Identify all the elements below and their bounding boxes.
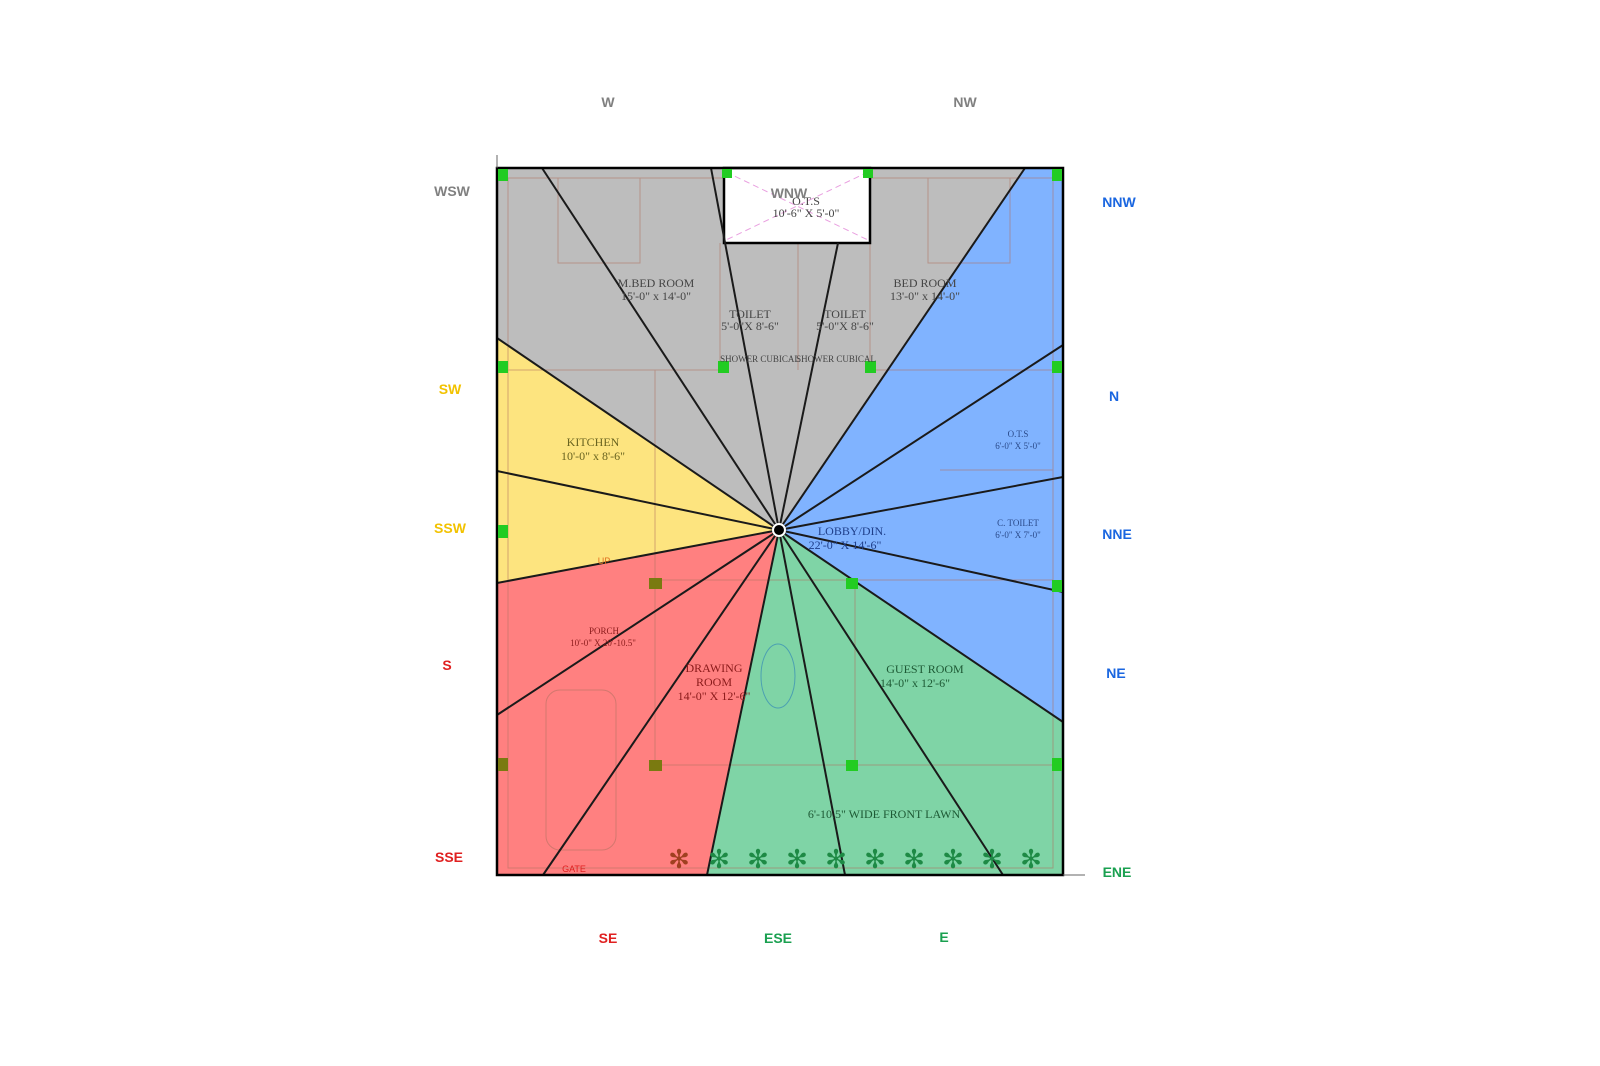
ots-right-size: 6'-0" X 5'-0" <box>995 441 1041 451</box>
center-point <box>772 523 786 537</box>
direction-nne: NNE <box>1102 526 1132 542</box>
direction-ene: ENE <box>1103 864 1132 880</box>
kitchen-size: 10'-0" x 8'-6" <box>561 449 625 463</box>
toilet-2-size: 5'-0"X 8'-6" <box>816 319 874 333</box>
porch-size: 10'-0" X 20'-10.5" <box>570 638 636 648</box>
direction-ese: ESE <box>764 930 792 946</box>
direction-ssw: SSW <box>434 520 467 536</box>
palm-tree-icon: ✻ <box>903 844 925 874</box>
drawing-room-name: DRAWING <box>685 661 742 675</box>
direction-sse: SSE <box>435 849 463 865</box>
direction-n: N <box>1109 388 1119 404</box>
toilet-1-name: TOILET <box>729 307 771 321</box>
bed-size: 13'-0" x 14'-0" <box>890 289 960 303</box>
ots-cross <box>725 171 869 241</box>
direction-wnw: WNW <box>771 185 808 201</box>
palm-tree-icon: ✻ <box>747 844 769 874</box>
pillar-marker-dark <box>498 758 508 771</box>
direction-wsw: WSW <box>434 183 471 199</box>
lobby-name: LOBBY/DIN. <box>818 524 886 538</box>
pillar-marker-dark <box>649 760 662 771</box>
ots-box <box>722 166 872 245</box>
palm-tree-icon: ✻ <box>825 844 847 874</box>
gate-label: GATE <box>562 864 586 874</box>
direction-se: SE <box>599 930 618 946</box>
ots-top-size: 10'-6" X 5'-0" <box>773 206 840 220</box>
zone-southwest-yellow <box>497 338 779 583</box>
palm-tree-icon: ✻ <box>864 844 886 874</box>
guest-room-size: 14'-0" x 12'-6" <box>880 676 950 690</box>
direction-nnw: NNW <box>1102 194 1136 210</box>
plot-boundary <box>495 166 1065 877</box>
drawing-room-size: 14'-0" X 12'-6" <box>678 689 751 703</box>
direction-w: W <box>601 94 615 110</box>
palm-trees: ✻ ✻ ✻ ✻ ✻ ✻ ✻ ✻ ✻ ✻ <box>668 844 1042 874</box>
palm-tree-icon: ✻ <box>708 844 730 874</box>
palm-tree-icon: ✻ <box>1020 844 1042 874</box>
master-bed-size: 15'-0" x 14'-0" <box>621 289 691 303</box>
drawing-room-name-2: ROOM <box>696 675 732 689</box>
porch-name: PORCH <box>589 626 620 636</box>
palm-tree-icon: ✻ <box>981 844 1003 874</box>
c-toilet-size: 6'-0" X 7'-0" <box>995 530 1041 540</box>
c-toilet-name: C. TOILET <box>997 518 1039 528</box>
kitchen-name: KITCHEN <box>567 435 620 449</box>
lobby-size: 22'-0" X 14'-6" <box>809 538 882 552</box>
direction-ne: NE <box>1106 665 1125 681</box>
palm-tree-icon: ✻ <box>668 844 690 874</box>
zone-north-blue <box>779 168 1063 722</box>
zone-south-red <box>497 530 779 875</box>
pillar-markers <box>498 169 1062 771</box>
zone-west-gray <box>497 168 1025 530</box>
ots-right-name: O.T.S <box>1008 429 1029 439</box>
palm-tree-icon: ✻ <box>786 844 808 874</box>
master-bed-name: M.BED ROOM <box>618 276 695 290</box>
ots-top-name: O.T.S <box>792 194 820 208</box>
direction-s: S <box>442 657 451 673</box>
shower-1-label: SHOWER CUBICAL <box>720 354 800 364</box>
toilet-2-name: TOILET <box>824 307 866 321</box>
palm-tree-icon: ✻ <box>942 844 964 874</box>
direction-nw: NW <box>953 94 977 110</box>
direction-e: E <box>939 929 948 945</box>
stairs-up-label: UP <box>598 556 611 566</box>
shower-2-label: SHOWER CUBICAL <box>796 354 876 364</box>
toilet-1-size: 5'-0"X 8'-6" <box>721 319 779 333</box>
bed-name: BED ROOM <box>893 276 956 290</box>
pillar-marker-dark <box>649 578 662 589</box>
direction-rays <box>496 167 1064 876</box>
front-lawn-label: 6'-10.5" WIDE FRONT LAWN <box>808 807 961 821</box>
direction-sw: SW <box>439 381 462 397</box>
guest-room-name: GUEST ROOM <box>886 662 964 676</box>
